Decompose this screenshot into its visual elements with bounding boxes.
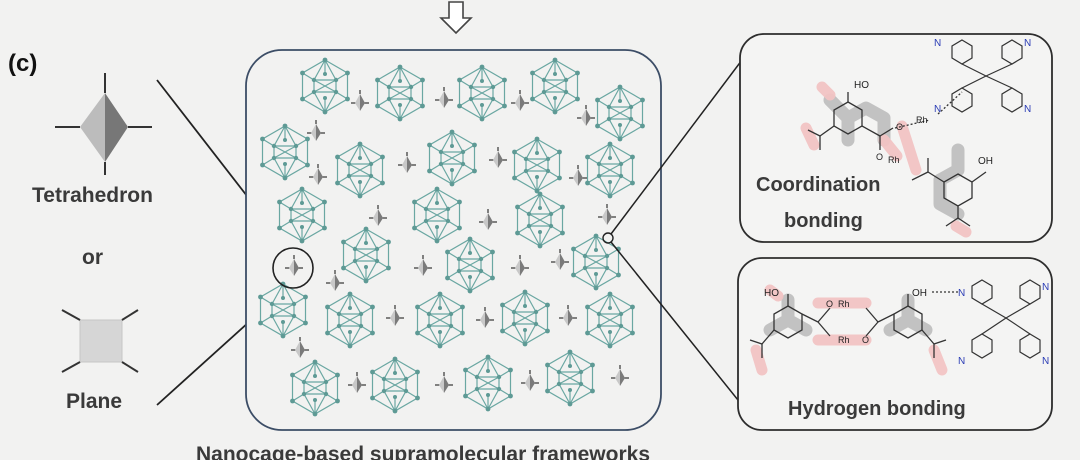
plane-label: Plane bbox=[66, 390, 123, 413]
atom-label: O bbox=[896, 122, 903, 132]
zoom-circle-left bbox=[272, 247, 314, 289]
atom-label: Rh bbox=[838, 299, 850, 309]
arrow-down-icon bbox=[439, 1, 473, 35]
tetrahedron-shape bbox=[55, 73, 152, 175]
atom-label: N bbox=[1042, 356, 1049, 367]
tetrahedron-label: Tetrahedron bbox=[32, 184, 153, 207]
atom-label: Rh bbox=[838, 335, 850, 345]
coordination-title-line2: bonding bbox=[784, 210, 863, 232]
atom-label: N bbox=[958, 288, 965, 299]
hydrogen-structure: HO OH Rh Rh O O N N N N bbox=[749, 279, 1049, 376]
framework-caption: Nanocage-based supramolecular frameworks bbox=[196, 443, 651, 460]
atom-label: HO bbox=[764, 288, 779, 299]
atom-label: N bbox=[958, 356, 965, 367]
atom-label: HO bbox=[854, 80, 869, 91]
atom-label: O bbox=[862, 335, 869, 345]
coordination-structure: HO OH Rh Rh O O N N N N bbox=[800, 38, 1031, 238]
zoom-lines-right bbox=[610, 51, 749, 411]
plane-shape bbox=[61, 309, 139, 373]
atom-label: N bbox=[1042, 282, 1049, 293]
atom-label: N bbox=[934, 38, 941, 49]
zoom-circle-right bbox=[602, 232, 614, 244]
atom-label: OH bbox=[912, 288, 927, 299]
atom-label: N bbox=[934, 104, 941, 115]
atom-label: O bbox=[876, 152, 883, 162]
atom-label: N bbox=[1024, 104, 1031, 115]
panel-label: (c) bbox=[8, 50, 38, 77]
hydrogen-title: Hydrogen bonding bbox=[788, 398, 966, 420]
coordination-title-line1: Coordination bbox=[756, 174, 881, 196]
atom-label: O bbox=[826, 299, 833, 309]
atom-label: N bbox=[1024, 38, 1031, 49]
or-label: or bbox=[82, 246, 103, 269]
atom-label: Rh bbox=[916, 115, 928, 125]
atom-label: OH bbox=[978, 156, 993, 167]
atom-label: Rh bbox=[888, 155, 900, 165]
